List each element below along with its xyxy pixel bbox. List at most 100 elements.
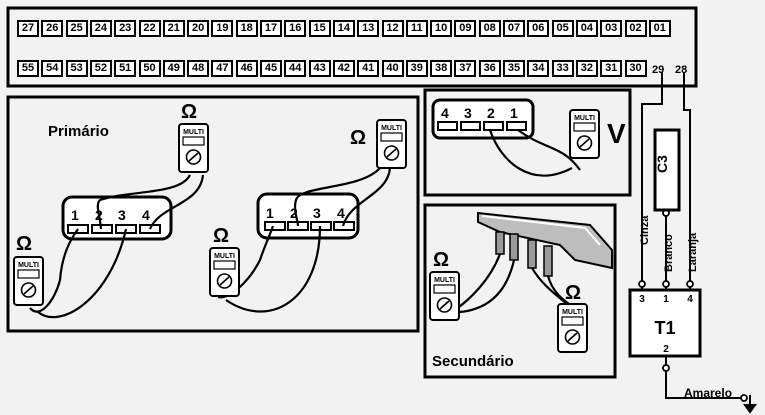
- connector-pin-21: 21: [162, 20, 185, 37]
- multimeters: MULTIΩMULTIΩMULTIΩMULTIΩMULTIMULTIΩMULTI…: [13, 101, 600, 353]
- wire-laranja-label: Laranja: [687, 232, 699, 272]
- connector-pin-10: 10: [430, 20, 453, 37]
- connector-pin-51: 51: [114, 60, 137, 77]
- connector-pin-34: 34: [527, 60, 550, 77]
- t1-label: T1: [654, 318, 675, 338]
- ohm-symbol: Ω: [213, 225, 229, 247]
- ohm-symbol: Ω: [350, 127, 366, 149]
- primario-wires: [29, 167, 392, 319]
- connector-pin-16: 16: [284, 20, 307, 37]
- coil1-pin-1: 1: [71, 207, 79, 223]
- multimeter-voltage: MULTI: [569, 109, 600, 159]
- pin-28-label: 28: [675, 64, 687, 76]
- secundario-panel: [423, 203, 617, 379]
- c3-label: C3: [654, 155, 670, 173]
- multi-label: MULTI: [562, 309, 583, 316]
- connector-pin-07: 07: [503, 20, 525, 37]
- connector-pin-02: 02: [624, 20, 647, 37]
- connector-pin-30: 30: [624, 60, 647, 77]
- connector-pin-45: 45: [260, 60, 282, 77]
- connector-pin-09: 09: [454, 20, 477, 37]
- connector-pin-40: 40: [381, 60, 404, 77]
- secundario-title: Secundário: [432, 353, 514, 370]
- connector-pin-50: 50: [138, 60, 161, 77]
- wire-amarelo-label: Amarelo: [684, 386, 732, 400]
- connector-pin-05: 05: [551, 20, 574, 37]
- connector-pin-15: 15: [308, 20, 331, 37]
- right-wires: [641, 72, 757, 414]
- volt-symbol: V: [607, 118, 626, 149]
- connector-pin-27: 27: [17, 20, 39, 37]
- connector-pin-48: 48: [187, 60, 210, 77]
- connector-pin-06: 06: [527, 20, 550, 37]
- component-c3: [653, 128, 681, 212]
- component-t1: [628, 288, 702, 358]
- t1-pin-1: 1: [663, 294, 669, 305]
- connector-pin-46: 46: [235, 60, 258, 77]
- connector-pin-11: 11: [405, 20, 428, 37]
- connector-pin-54: 54: [41, 60, 64, 77]
- connector-pin-31: 31: [600, 60, 623, 77]
- multi-label: MULTI: [574, 115, 595, 122]
- coil2-pin-2: 2: [290, 205, 298, 221]
- tr-pin-4: 4: [441, 105, 449, 121]
- voltage-panel: [423, 88, 632, 197]
- connector-pin-53: 53: [65, 60, 88, 77]
- connector-pin-49: 49: [162, 60, 185, 77]
- ohm-symbol: Ω: [565, 282, 581, 304]
- primario-panel: [6, 95, 420, 333]
- wire-branco-label: Branco: [663, 234, 675, 272]
- connector-pin-35: 35: [503, 60, 525, 77]
- ignition-coil: [477, 211, 613, 277]
- primario-title: Primário: [48, 123, 109, 140]
- multimeter-secundario-right: MULTI Ω: [557, 282, 588, 353]
- multi-label: MULTI: [381, 125, 402, 132]
- connector-pin-26: 26: [41, 20, 64, 37]
- connector-pin-14: 14: [332, 20, 355, 37]
- multimeter-primario-center: MULTI Ω: [209, 225, 240, 297]
- connector-pin-33: 33: [551, 60, 574, 77]
- connector-pin-13: 13: [357, 20, 380, 37]
- connector-pin-37: 37: [454, 60, 477, 77]
- connector-pin-43: 43: [308, 60, 331, 77]
- connector-pin-03: 03: [600, 20, 623, 37]
- connector-pin-12: 12: [381, 20, 404, 37]
- tr-pin-1: 1: [510, 105, 518, 121]
- ohm-symbol: Ω: [433, 249, 449, 271]
- connector-pin-52: 52: [89, 60, 112, 77]
- multi-label: MULTI: [183, 129, 204, 136]
- connector-pin-22: 22: [138, 20, 161, 37]
- connector-pin-23: 23: [114, 20, 137, 37]
- connector-pin-20: 20: [187, 20, 210, 37]
- connector-pin-42: 42: [332, 60, 355, 77]
- connector-pin-44: 44: [284, 60, 307, 77]
- coil1-pin-3: 3: [118, 207, 126, 223]
- multimeter-primario-top-right: MULTI Ω: [350, 119, 407, 169]
- t1-pin-2: 2: [663, 344, 669, 355]
- coil2-pin-3: 3: [313, 205, 321, 221]
- multi-label: MULTI: [18, 262, 39, 269]
- tr-pin-2: 2: [487, 105, 495, 121]
- pin-29-label: 29: [652, 64, 664, 76]
- connector-pin-25: 25: [65, 20, 88, 37]
- coil2-pin-1: 1: [266, 205, 274, 221]
- coil1-pin-4: 4: [142, 207, 150, 223]
- multi-label: MULTI: [214, 253, 235, 260]
- connector-pin-38: 38: [430, 60, 453, 77]
- connector-pin-04: 04: [575, 20, 598, 37]
- wire-cinza-label: Cinza: [639, 215, 651, 245]
- connector-pin-36: 36: [478, 60, 501, 77]
- connector-pin-17: 17: [260, 20, 282, 37]
- connector-pin-39: 39: [405, 60, 428, 77]
- connector-pin-24: 24: [89, 20, 112, 37]
- tr-pin-3: 3: [464, 105, 472, 121]
- connector-pin-01: 01: [648, 20, 671, 37]
- t1-pin-3: 3: [639, 294, 645, 305]
- connector-pin-32: 32: [575, 60, 598, 77]
- connector-pin-55: 55: [17, 60, 39, 77]
